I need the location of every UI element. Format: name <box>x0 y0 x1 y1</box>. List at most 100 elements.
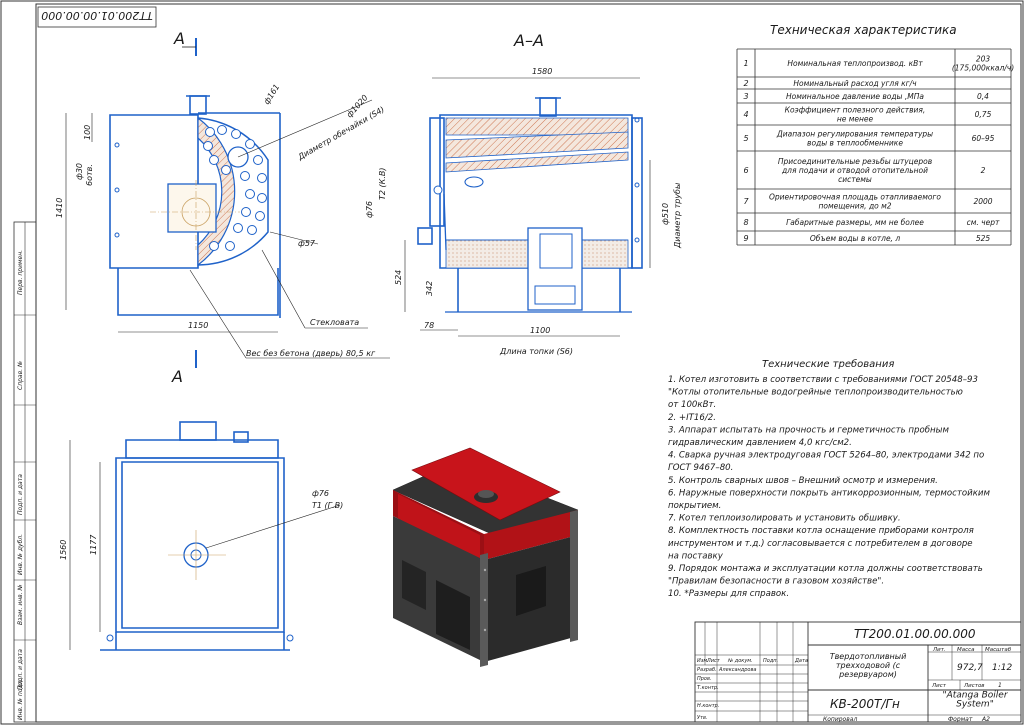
requirements: Технические требования 1. Котел изготови… <box>668 358 990 599</box>
tb-format-label: Формат <box>948 716 973 723</box>
spec-value: 0,4 <box>977 92 989 101</box>
front-dim-bolt: 6отв. <box>85 164 94 186</box>
back-dim-t1-d: ф76 <box>312 489 329 498</box>
requirement-line: 6. Наружные поверхности покрыть антикорр… <box>668 488 990 498</box>
strip-label-2: Подп. и дата <box>17 474 24 515</box>
cut-label-bottom: А <box>171 367 183 386</box>
front-dim-tube: ф57 <box>298 239 316 248</box>
spec-value: 0,75 <box>975 110 992 119</box>
tb-doc-number: ТТ200.01.00.00.000 <box>854 627 976 641</box>
section-dim-342: 342 <box>425 281 434 296</box>
requirement-line: гидравлическим давлением 4,0 кгс/см2. <box>668 438 852 448</box>
tb-row-label-4: Дата <box>794 658 808 664</box>
spec-num: 8 <box>743 218 748 227</box>
specs-table: Техническая характеристика 1 Номинальная … <box>736 23 1014 246</box>
spec-value: 60–95 <box>972 134 995 143</box>
stamp-top: ТТ200.01.00.00.000 <box>41 9 152 22</box>
spec-name: Номинальный расход угля кг/ч <box>793 79 917 88</box>
tb-role-1: Пров. <box>697 676 712 682</box>
tb-sheet-label: Лист <box>931 683 947 689</box>
tb-sheets: 1 <box>998 682 1002 689</box>
spec-value: 2000 <box>973 197 992 206</box>
spec-value: 203(175,000ккал/ч) <box>952 55 1014 73</box>
spec-name: Коэффициент полезного действия,не менее <box>785 106 926 124</box>
back-dim-inner: 1177 <box>89 534 98 555</box>
tb-lit-label: Лит. <box>932 647 946 653</box>
requirement-line: 7. Котел теплоизолировать и установить о… <box>668 514 901 524</box>
tb-row-label-2: № докум. <box>727 658 753 664</box>
tb-row-label-0: Изм. <box>697 658 709 664</box>
requirement-line: от 100кВт. <box>668 400 716 410</box>
strip-label-3: Инв. № дубл. <box>17 534 24 575</box>
strip-label-6: Инв. № подл. <box>17 679 24 720</box>
tb-mass: 972,7 <box>957 663 983 673</box>
requirement-line: 8. Комплектность поставки котла оснащени… <box>668 526 974 536</box>
tb-role-4: Утв. <box>697 715 708 721</box>
tb-scale-label: Масштаб <box>985 647 1012 653</box>
tb-developer: Александрова <box>718 667 757 673</box>
spec-num: 3 <box>743 92 748 101</box>
spec-num: 4 <box>743 110 748 119</box>
requirement-line: покрытием. <box>668 501 721 511</box>
front-dim-top: 100 <box>83 125 92 140</box>
back-dim-height: 1560 <box>59 540 68 560</box>
section-dim-din: ф76 <box>365 201 374 218</box>
spec-value: 2 <box>981 166 986 175</box>
spec-name: Габаритные размеры, мм не более <box>786 218 924 227</box>
front-dim-height: 1410 <box>55 198 64 218</box>
tb-copied: Копировал <box>823 716 857 723</box>
requirement-line: ГОСТ 9467–80. <box>668 463 733 473</box>
section-dout-label: Диаметр трубы <box>673 183 682 249</box>
spec-num: 6 <box>743 166 748 175</box>
requirement-line: 5. Контроль сварных швов – Внешний осмот… <box>668 476 938 486</box>
requirement-line: "Правилам безопасности в газовом хозяйст… <box>668 577 884 587</box>
front-view: А А <box>55 29 390 386</box>
title-block: Изм. Лист № докум. Подп. Дата Разраб. Ал… <box>694 621 1022 723</box>
front-glass-label: Стекловата <box>310 318 359 327</box>
back-dim-t1: Т1 (Г.В) <box>312 501 343 510</box>
spec-num: 1 <box>743 59 748 68</box>
section-dim-length: 1580 <box>532 67 552 76</box>
section-title: А–А <box>513 31 544 50</box>
requirement-line: "Котлы отопительные водогрейные теплопро… <box>668 388 963 398</box>
section-dim-1100: 1100 <box>530 326 550 335</box>
front-weight-label: Вес без бетона (дверь) 80,5 кг <box>246 349 376 358</box>
strip-label-4: Взам. инв. № <box>17 584 24 625</box>
requirement-line: 3. Аппарат испытать на прочность и герме… <box>668 425 949 435</box>
front-dim-width: 1150 <box>188 321 208 330</box>
spec-num: 2 <box>743 79 748 88</box>
section-firebox: Длина топки (S6) <box>499 347 573 356</box>
cut-label-top: А <box>173 29 185 48</box>
tb-mass-label: Масса <box>957 647 975 653</box>
requirement-line: 2. +IT16/2. <box>668 413 716 423</box>
boiler-3d-render <box>392 447 579 667</box>
spec-num: 5 <box>743 134 748 143</box>
tb-role-0: Разраб. <box>697 667 717 673</box>
strip-label-1: Справ. № <box>17 361 24 390</box>
requirement-line: на поставку <box>668 551 724 561</box>
spec-name: Номинальное давление воды ,МПа <box>786 92 924 101</box>
requirements-title: Технические требования <box>762 358 894 370</box>
left-strip: Перв. примен. Справ. № Подп. и дата Инв.… <box>13 221 37 723</box>
tb-sheets-label: Листов <box>963 683 985 689</box>
spec-num: 7 <box>743 197 749 206</box>
tb-model: КВ-200Т/Гн <box>830 697 900 711</box>
specs-title: Техническая характеристика <box>770 23 957 37</box>
tb-row-label-3: Подп. <box>763 658 778 664</box>
spec-name: Объем воды в котле, л <box>810 234 900 243</box>
section-dim-dout: ф510 <box>661 203 670 225</box>
section-dim-524: 524 <box>394 270 403 285</box>
requirement-line: 9. Порядок монтажа и эксплуатации котла … <box>668 564 983 574</box>
requirement-line: 10. *Размеры для справок. <box>668 589 789 599</box>
section-dim-78: 78 <box>424 321 434 330</box>
front-dim-small: ф161 <box>262 83 281 107</box>
section-view: А–А 1580 ф76 <box>365 31 682 356</box>
spec-name: Номинальная теплопроизвод. кВт <box>787 59 923 68</box>
